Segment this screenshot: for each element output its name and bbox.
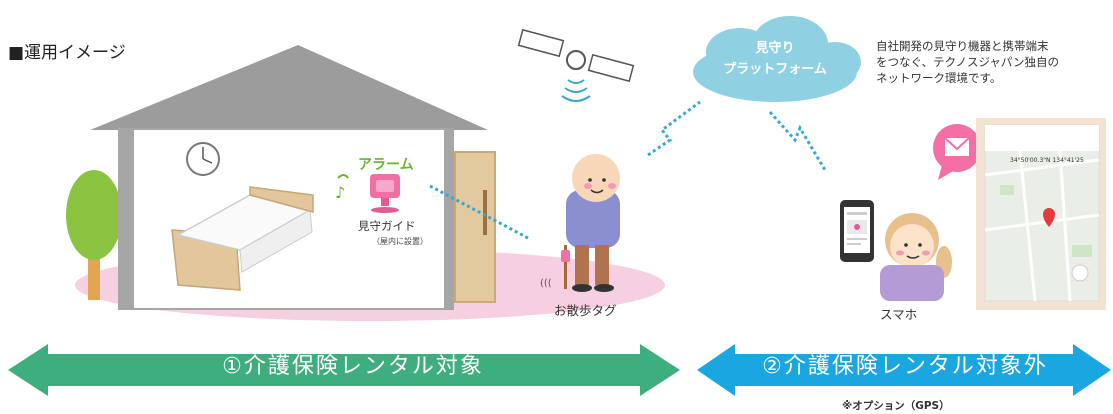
cloud-label-line2: プラットフォーム: [723, 62, 827, 77]
house-icon: [90, 45, 496, 310]
description-line: をつなぐ、テクノスジャパン独自の: [876, 55, 1059, 69]
arrow-left-label: ①介護保険レンタル対象: [222, 354, 484, 379]
platform-description: 自社開発の見守り機器と携帯端末 をつなぐ、テクノスジャパン独自の ネットワーク環…: [876, 38, 1096, 86]
option-note: ※オプション（GPS）: [842, 400, 950, 412]
tree-icon: [66, 170, 122, 300]
walk-tag-label: お散歩タグ: [554, 303, 617, 318]
elderly-man-icon: (((: [540, 154, 620, 292]
mail-icon: [933, 124, 981, 180]
clock-icon: [186, 142, 220, 176]
signal-line-up-right: [768, 111, 827, 171]
signal-line-indoor: [429, 184, 529, 240]
alarm-label: アラーム: [358, 157, 414, 173]
map-screen-icon: [976, 118, 1106, 310]
arrow-left-shape: [8, 344, 680, 396]
smartphone-label: スマホ: [880, 307, 918, 322]
map-coords: 34°50'00.3"N 134°41'25: [1010, 157, 1084, 164]
guide-device-icon: ♪: [335, 174, 400, 213]
arrow-right-shape: [697, 344, 1111, 396]
guide-sublabel: （屋内に設置）: [372, 237, 428, 246]
cloud-label: 見守り プラットフォーム: [695, 38, 855, 80]
smartphone-icon: [840, 200, 874, 262]
cloud-icon: [693, 16, 861, 102]
arrow-right-label: ②介護保険レンタル対象外: [762, 354, 1048, 379]
svg-text:(((: (((: [540, 278, 552, 289]
cloud-label-line1: 見守り: [755, 41, 795, 56]
description-line: ネットワーク環境です。: [876, 71, 1002, 85]
signal-line-up-left: [647, 100, 701, 157]
description-line: 自社開発の見守り機器と携帯端末: [876, 39, 1049, 53]
guide-label: 見守ガイド: [358, 219, 416, 233]
woman-icon: [880, 213, 952, 301]
page-title: ■運用イメージ: [8, 43, 126, 63]
satellite-icon: [517, 28, 635, 102]
bed-icon: [171, 186, 314, 291]
svg-text:♪: ♪: [335, 183, 345, 202]
